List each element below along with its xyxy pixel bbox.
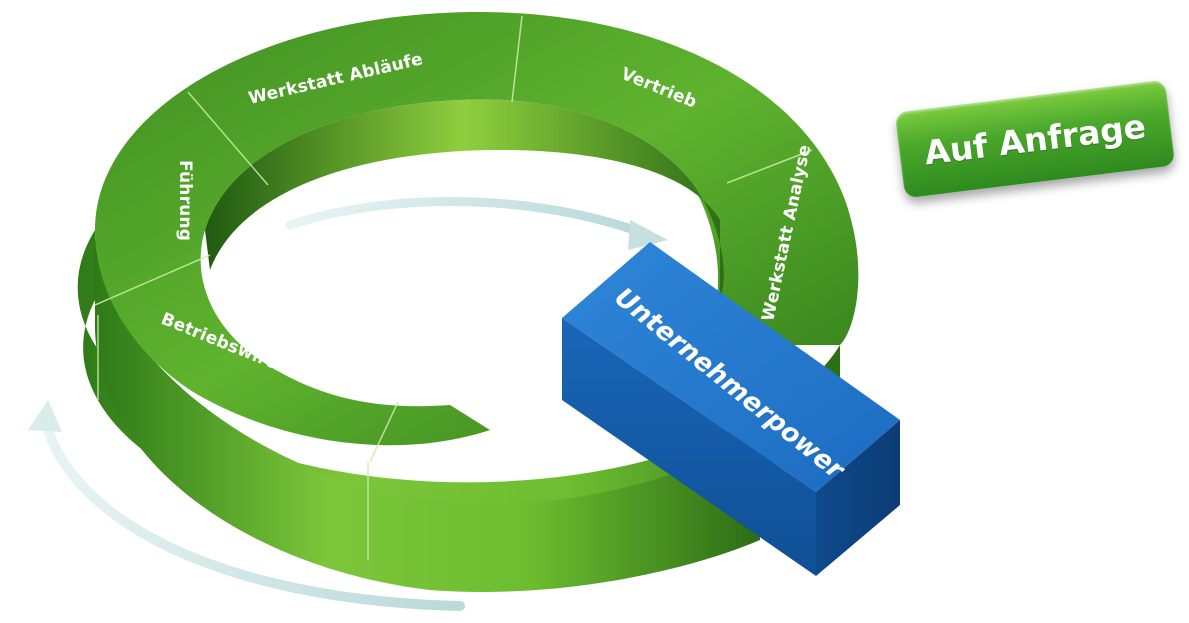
curved-arrow-icon bbox=[628, 220, 668, 250]
ring-top-surface bbox=[95, 11, 859, 446]
segment-label-fuehrung: Führung bbox=[175, 160, 195, 241]
badge-label: Auf Anfrage bbox=[922, 106, 1148, 172]
block-side bbox=[816, 420, 900, 576]
ring-outer-wall-front bbox=[95, 230, 760, 592]
curved-arrow-icon bbox=[40, 415, 465, 611]
segment-dividers bbox=[94, 15, 813, 560]
block-top bbox=[562, 242, 900, 492]
ring-inner-wall bbox=[205, 99, 724, 300]
block-front bbox=[562, 318, 816, 576]
curved-arrow-icon bbox=[285, 197, 645, 237]
unternehmerpower-block bbox=[562, 242, 900, 576]
curved-arrow-icon bbox=[28, 400, 62, 432]
